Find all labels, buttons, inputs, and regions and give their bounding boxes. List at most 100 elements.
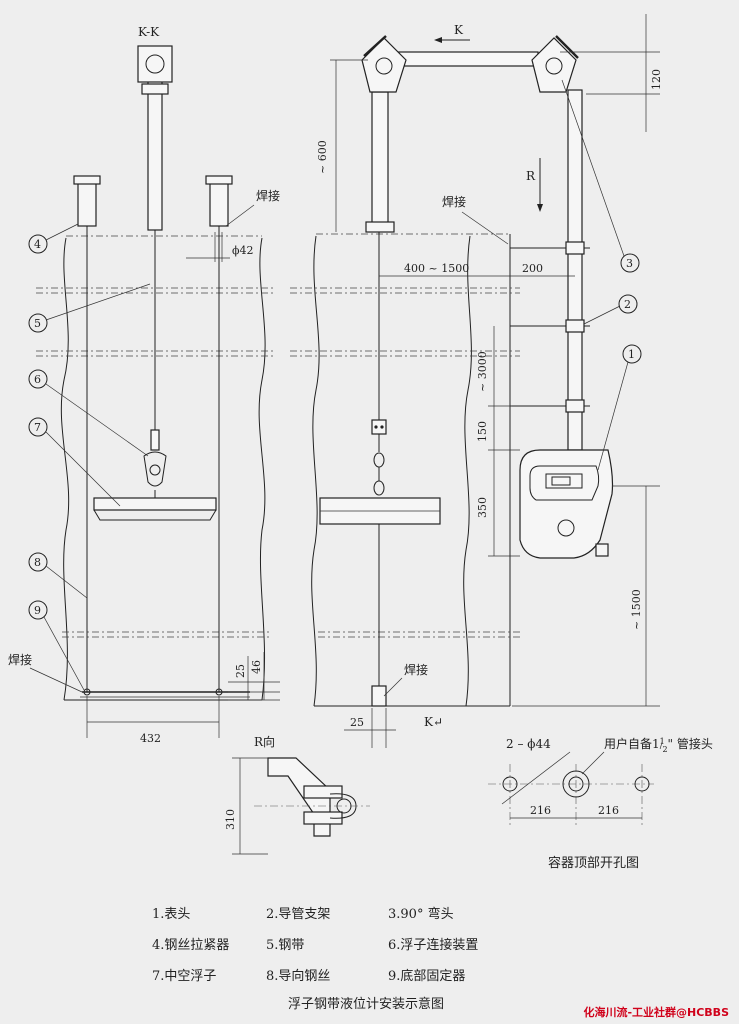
left-guide-pipe [147, 79, 163, 231]
right-outer-riser [567, 89, 583, 451]
legend-item-6: 6.浮子连接装置 [388, 938, 479, 953]
callout-9-leader [43, 616, 85, 691]
callout-5-leader [45, 283, 151, 321]
dim-216-left: 216 [530, 804, 551, 817]
right-float-eye-b [373, 480, 385, 496]
left-head-body [137, 45, 173, 83]
bracket-3-clamp [565, 399, 585, 413]
gauge-head-knob [557, 519, 575, 537]
elbow-left-hub [375, 57, 393, 75]
callout-2-leader [583, 305, 621, 325]
view-r-arrowhead [537, 204, 543, 212]
hole-plan: 216 216 2 – ϕ44 用户自备11/2" 管接头 [488, 736, 713, 826]
weld-label-bottom-left: 焊接 [8, 652, 32, 667]
callout-8-leader [45, 565, 88, 599]
dim-400-1500: 400 ~ 1500 [404, 262, 469, 275]
callout-7-circle [28, 417, 48, 437]
right-view: 焊接 K↵ K 25 ~ 600 120 R 焊接 [290, 14, 663, 748]
legend-item-2: 2.导管支架 [266, 907, 331, 922]
dim-600: ~ 600 [316, 140, 329, 174]
view-k-bottom: K↵ [424, 715, 443, 729]
callout-6: 6 [34, 373, 41, 386]
dim-25-left: 25 [234, 664, 247, 678]
right-float-eye-a [373, 452, 385, 468]
legend-item-4: 4.钢丝拉紧器 [152, 938, 230, 953]
legend-item-8: 8.导向钢丝 [266, 969, 331, 984]
gauge-head-side [595, 543, 609, 557]
callout-4-leader [45, 223, 79, 241]
callout-4-circle [28, 234, 48, 254]
right-float-clamp [371, 419, 387, 435]
phi44-leader [501, 751, 571, 805]
tensioner-right [209, 177, 229, 227]
callout-4: 4 [34, 238, 41, 251]
callout-8-circle [28, 552, 48, 572]
weld-leader-bottom-left [29, 667, 83, 693]
weld-leader-top-right [461, 211, 509, 245]
callout-5-circle [28, 313, 48, 333]
right-tank-right-wall [463, 235, 472, 707]
dim-150: 150 [476, 421, 489, 442]
right-left-riser-base [365, 221, 395, 233]
dim-3000: ~ 3000 [476, 351, 489, 392]
gauge-head-display [545, 473, 583, 489]
dim-310: 310 [224, 809, 237, 830]
dim-46: 46 [250, 660, 263, 674]
weld-label-top-left: 焊接 [256, 188, 280, 203]
callout-5: 5 [34, 317, 41, 330]
view-k-top-arrowhead [434, 37, 442, 43]
callout-7: 7 [34, 421, 41, 434]
callout-1-leader [597, 361, 629, 471]
callout-2-circle [618, 294, 638, 314]
view-r-label: R [526, 169, 536, 183]
dim-120: 120 [650, 69, 663, 90]
left-tank-left-wall [60, 237, 70, 701]
hole-plan-caption: 容器顶部开孔图 [548, 856, 640, 871]
float-hook-eye [149, 464, 161, 476]
r-view-clamp-upper [303, 785, 343, 799]
dim-432: 432 [140, 732, 161, 745]
legend-item-3: 3.90° 弯头 [388, 907, 454, 922]
r-view-detail: R向 310 [224, 734, 370, 855]
left-head-circle [145, 54, 165, 74]
callout-7-leader [45, 431, 121, 507]
callout-3: 3 [626, 257, 633, 270]
legend-item-7: 7.中空浮子 [152, 969, 217, 984]
dim-1500: ~ 1500 [630, 589, 643, 630]
tensioner-right-cap [205, 175, 233, 185]
gauge-head-outline [519, 449, 614, 559]
callout-9-circle [28, 600, 48, 620]
left-view-kk: K-K [8, 25, 280, 745]
callout-2: 2 [624, 298, 631, 311]
figure-title: 浮子钢带液位计安装示意图 [288, 997, 445, 1012]
right-bottom-fixer [371, 685, 387, 707]
dim-350: 350 [476, 497, 489, 518]
callout-8: 8 [34, 556, 41, 569]
legend-item-5: 5.钢带 [266, 938, 305, 953]
watermark: 化海川流-工业社群@HCBBS [583, 1006, 729, 1019]
dim-200: 200 [522, 262, 543, 275]
weld-leader-bottom-right [383, 677, 403, 697]
float-hook [143, 451, 167, 487]
user-pipe-label: 用户自备11/2" 管接头 [604, 736, 713, 754]
callout-6-circle [28, 369, 48, 389]
phi42-label: ϕ42 [232, 244, 254, 257]
callout-1: 1 [628, 348, 635, 361]
right-float-clamp-dot-a [374, 425, 378, 429]
tensioner-left [77, 177, 97, 227]
dim-25-right: 25 [350, 716, 364, 729]
callout-1-circle [622, 344, 642, 364]
right-left-riser [371, 91, 389, 231]
elbow-left [361, 37, 407, 93]
section-kk-label: K-K [138, 25, 160, 39]
weld-label-top-right: 焊接 [442, 194, 466, 209]
float-connector [150, 429, 160, 451]
left-head-cap [141, 83, 169, 95]
gauge-head-display-inner [551, 476, 571, 486]
weld-label-bottom-right: 焊接 [404, 662, 428, 677]
elbow-right [531, 37, 577, 93]
elbow-right-hatch [555, 35, 579, 59]
right-tank-left-wall [311, 235, 320, 707]
